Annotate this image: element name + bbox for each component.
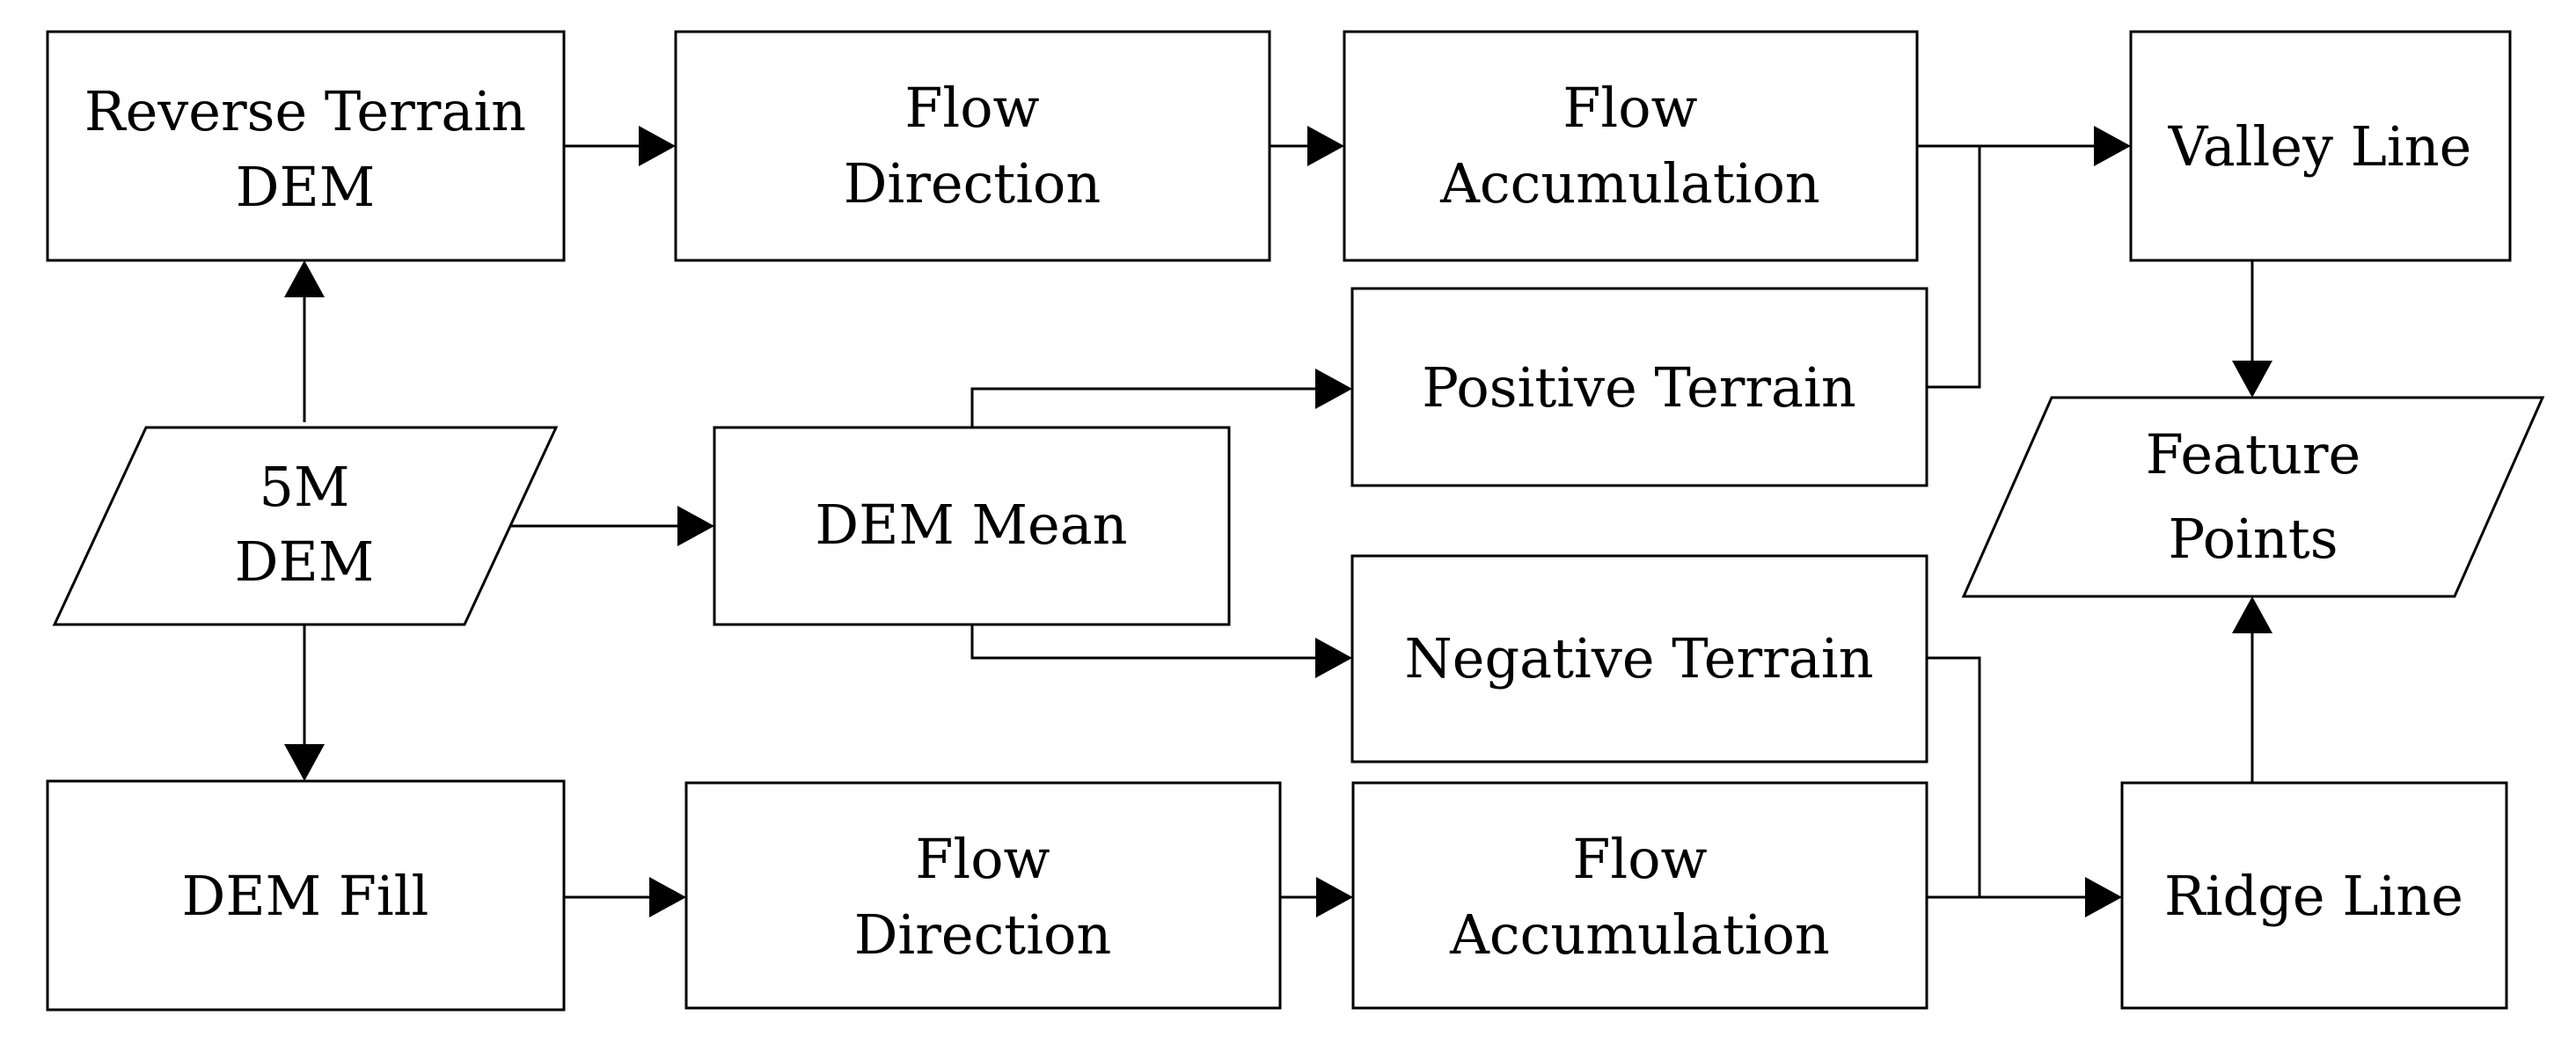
dem-fill-box (46, 779, 566, 1012)
arrowhead-flowdir-top (639, 126, 676, 166)
input-dem-shape (52, 426, 559, 626)
flow-accumulation-bottom-line-1: Flow (1572, 827, 1707, 891)
flow-accumulation-bottom-box (1351, 781, 1928, 1010)
arrowhead-valley-line (2094, 126, 2131, 166)
node-input-dem: 5M DEM (52, 426, 559, 626)
node-flow-direction-top: Flow Direction (674, 30, 1271, 262)
edge-positive-to-valley (1927, 146, 1981, 389)
feature-points-line-1: Feature (2146, 422, 2360, 486)
positive-terrain-box (1350, 287, 1928, 487)
edges (284, 126, 2272, 917)
flow-direction-top-line-1: Flow (904, 76, 1039, 140)
arrowhead-feature-top (2232, 361, 2272, 398)
node-ridge-line: Ridge Line (2120, 781, 2508, 1010)
valley-line-box (2129, 30, 2512, 262)
input-dem-line-2: DEM (235, 530, 374, 594)
flow-direction-bottom-box (684, 781, 1282, 1010)
nodes: 5M DEM Reverse Terrain DEM Flow Directio… (46, 30, 2545, 1012)
arrowhead-negative-terrain (1315, 638, 1352, 678)
arrowhead-dem-fill (284, 744, 325, 781)
ridge-line-label: Ridge Line (2164, 864, 2463, 928)
input-dem-line-1: 5M (260, 455, 350, 519)
node-reverse-terrain-dem: Reverse Terrain DEM (46, 30, 566, 262)
node-feature-points: Feature Points (1961, 396, 2545, 598)
negative-terrain-label: Negative Terrain (1405, 626, 1874, 690)
reverse-terrain-dem-line-1: Reverse Terrain (84, 79, 526, 143)
dem-fill-label: DEM Fill (182, 864, 429, 928)
edge-negative-to-ridge (1927, 656, 1981, 897)
arrowhead-flowacc-top (1307, 126, 1344, 166)
positive-terrain-label: Positive Terrain (1422, 355, 1856, 420)
reverse-terrain-dem-box (46, 30, 566, 262)
arrowhead-positive-terrain (1315, 369, 1352, 409)
edge-mean-to-positive (970, 387, 1315, 427)
flow-accumulation-top-line-2: Accumulation (1439, 151, 1820, 216)
node-valley-line: Valley Line (2129, 30, 2512, 262)
flow-direction-top-line-2: Direction (844, 151, 1101, 216)
ridge-line-box (2120, 781, 2508, 1010)
arrowhead-feature-bottom (2232, 596, 2272, 633)
flow-accumulation-bottom-line-2: Accumulation (1449, 902, 1830, 967)
arrowhead-reverse-terrain (284, 260, 325, 297)
feature-points-line-2: Points (2168, 507, 2338, 571)
arrowhead-flowdir-bottom (649, 877, 686, 917)
arrowhead-ridge-line (2085, 877, 2122, 917)
dem-mean-box (713, 426, 1231, 626)
node-positive-terrain: Positive Terrain (1350, 287, 1928, 487)
reverse-terrain-dem-line-2: DEM (236, 155, 375, 219)
node-flow-direction-bottom: Flow Direction (684, 781, 1282, 1010)
node-dem-fill: DEM Fill (46, 779, 566, 1012)
flow-direction-bottom-line-1: Flow (915, 827, 1050, 891)
dem-mean-label: DEM Mean (815, 493, 1127, 557)
flow-direction-top-box (674, 30, 1271, 262)
flow-direction-bottom-line-2: Direction (854, 902, 1112, 967)
negative-terrain-box (1350, 554, 1928, 763)
valley-line-label: Valley Line (2168, 114, 2472, 179)
node-negative-terrain: Negative Terrain (1350, 554, 1928, 763)
arrowhead-dem-mean (677, 506, 714, 546)
edge-mean-to-negative (970, 625, 1315, 660)
feature-points-shape (1961, 396, 2545, 598)
flow-accumulation-top-box (1343, 30, 1919, 262)
flow-accumulation-top-line-1: Flow (1562, 76, 1697, 140)
node-flow-accumulation-bottom: Flow Accumulation (1351, 781, 1928, 1010)
node-flow-accumulation-top: Flow Accumulation (1343, 30, 1919, 262)
arrowhead-flowacc-bottom (1316, 877, 1353, 917)
node-dem-mean: DEM Mean (713, 426, 1231, 626)
